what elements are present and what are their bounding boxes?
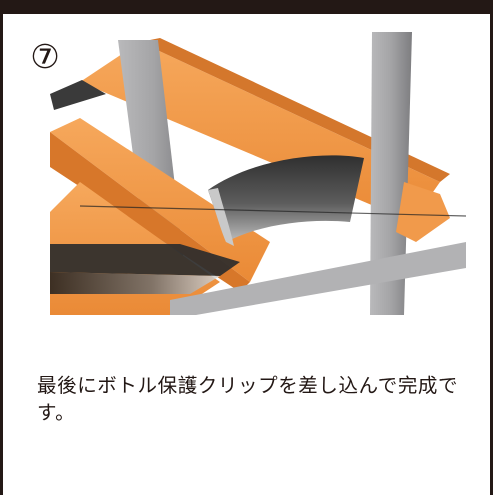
top-border	[0, 0, 493, 14]
right-gray-pole	[370, 32, 412, 315]
frame-crossline	[79, 205, 466, 217]
front-dark-bar	[50, 244, 240, 276]
bottom-gray-crossbar	[170, 242, 466, 315]
front-dark-bar-shade	[50, 272, 220, 294]
clip-insertion-drawing	[50, 32, 466, 315]
instruction-caption: 最後にボトル保護クリップを差し込んで完成です。	[37, 374, 459, 424]
bottle-protection-clip	[208, 155, 364, 242]
rear-dark-bar	[50, 80, 106, 110]
bottle-protection-clip-edge	[208, 188, 234, 246]
assembly-illustration	[20, 32, 466, 315]
front-orange-rail-upper	[50, 118, 270, 282]
right-orange-joint	[396, 182, 450, 242]
step-number: ⑦	[30, 37, 60, 76]
